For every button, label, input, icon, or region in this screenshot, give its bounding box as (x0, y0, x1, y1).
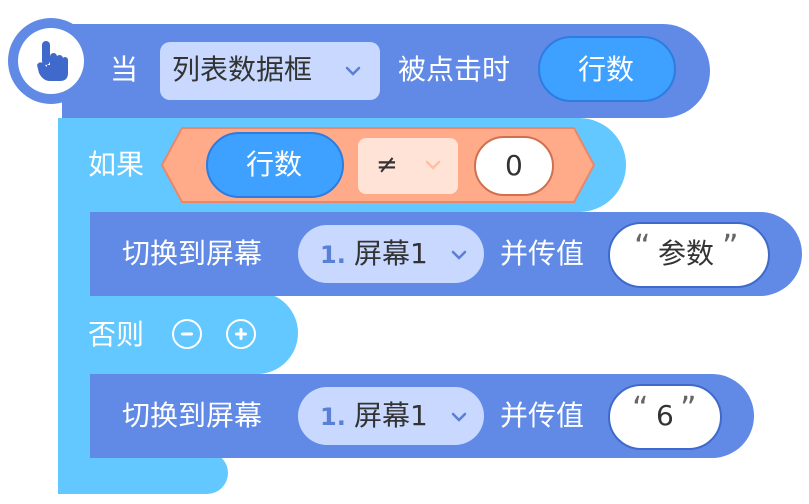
event-prefix: 当 (110, 53, 139, 86)
right-operand-input[interactable] (474, 136, 554, 196)
component-name: 列表数据框 (172, 53, 313, 86)
close-quote: ” (722, 227, 739, 265)
chevron-down-icon (451, 412, 467, 422)
open-quote: “ (632, 389, 649, 427)
open-quote: “ (634, 227, 651, 265)
screen-number: 1. (320, 403, 346, 431)
left-operand-variable[interactable] (206, 132, 344, 198)
with-value-label: 并传值 (500, 399, 585, 432)
else-label: 否则 (88, 318, 145, 351)
param-label: 行数 (578, 53, 635, 86)
value-text: 6 (656, 399, 674, 432)
screen-dropdown[interactable] (298, 225, 484, 283)
component-dropdown[interactable] (160, 42, 380, 100)
if-label: 如果 (88, 148, 145, 181)
minus-icon (181, 332, 193, 336)
operator-label: ≠ (376, 150, 398, 180)
value-text: 参数 (658, 237, 715, 270)
action-label: 切换到屏幕 (122, 399, 263, 432)
screen-number: 1. (320, 241, 346, 269)
close-quote: ” (680, 389, 697, 427)
value-string-input[interactable] (608, 384, 722, 450)
param-variable[interactable] (538, 36, 676, 102)
action-label: 切换到屏幕 (122, 237, 263, 270)
plus-icon (235, 328, 247, 340)
screen-name: 屏幕1 (354, 237, 428, 270)
chevron-down-icon (345, 66, 361, 76)
chevron-down-icon (425, 160, 441, 170)
chevron-down-icon (451, 250, 467, 260)
operator-dropdown[interactable] (358, 138, 458, 194)
hand-pointer-icon (37, 41, 68, 81)
with-value-label: 并传值 (500, 237, 585, 270)
left-operand-label: 行数 (246, 148, 303, 181)
if-block-bottom (58, 452, 228, 494)
screen-name: 屏幕1 (354, 399, 428, 432)
value-string-input[interactable] (608, 222, 770, 288)
right-operand-value: 0 (505, 149, 523, 182)
plus-button[interactable] (226, 319, 256, 349)
screen-dropdown[interactable] (298, 387, 484, 445)
event-suffix: 被点击时 (398, 53, 511, 86)
